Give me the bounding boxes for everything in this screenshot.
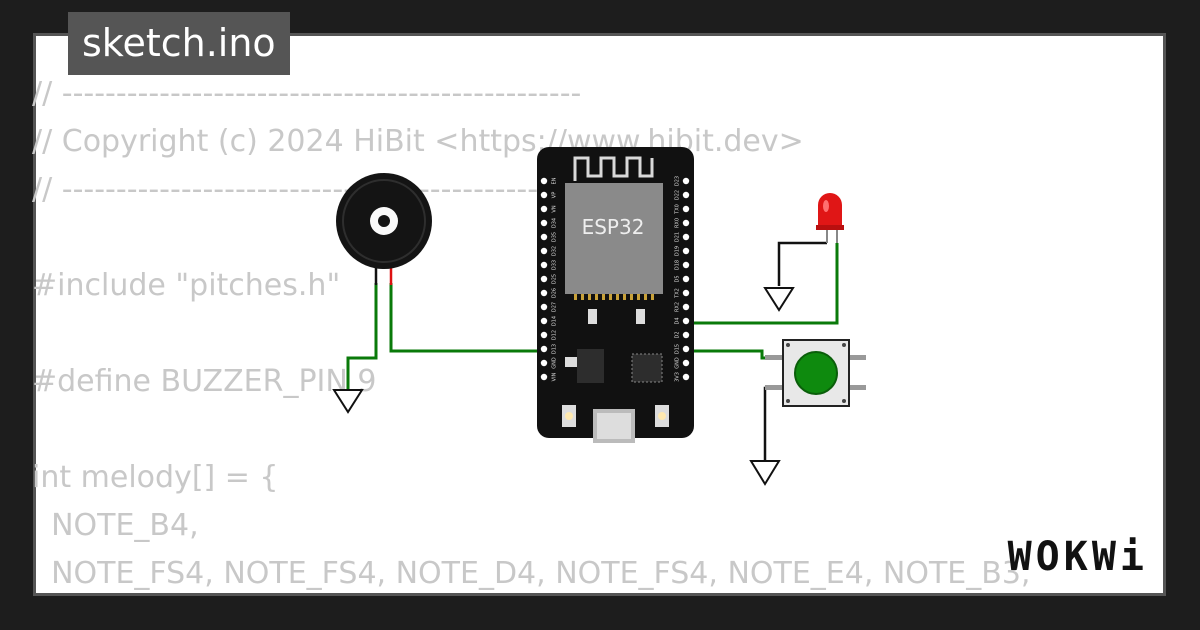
- left-pin-gnd[interactable]: [540, 359, 548, 367]
- pin-label: D27: [552, 302, 558, 312]
- pin-label: D33: [552, 260, 558, 270]
- left-pin-en[interactable]: [540, 177, 548, 185]
- sketch-title-tab[interactable]: sketch.ino: [68, 12, 290, 75]
- pin-label: VIN: [552, 372, 558, 381]
- right-pin-d5[interactable]: [682, 275, 690, 283]
- right-pin-d23[interactable]: [682, 177, 690, 185]
- right-pin-d21[interactable]: [682, 233, 690, 241]
- left-pin-d27[interactable]: [540, 303, 548, 311]
- left-pin-d25[interactable]: [540, 275, 548, 283]
- pin-label: GND: [552, 357, 558, 369]
- right-pin-d22[interactable]: [682, 191, 690, 199]
- pin-label: D23: [675, 176, 681, 186]
- pin-label: D32: [552, 246, 558, 256]
- buzzer-signal-wire[interactable]: [389, 283, 544, 353]
- led-signal-wire[interactable]: [686, 243, 839, 325]
- pin-label: D4: [675, 317, 681, 324]
- pin-label: D18: [675, 260, 681, 270]
- right-pin-tx0[interactable]: [682, 205, 690, 213]
- pushbutton-icon[interactable]: [765, 339, 866, 407]
- pin-label: D19: [675, 246, 681, 256]
- pin-label: D35: [552, 232, 558, 242]
- pin-label: D25: [552, 274, 558, 284]
- pin-label: D5: [675, 275, 681, 282]
- pin-label: RX0: [675, 218, 681, 228]
- pin-label: D26: [552, 288, 558, 298]
- pin-label: 3V3: [675, 372, 681, 382]
- button-ground-wire[interactable]: [763, 386, 780, 460]
- left-pin-d14[interactable]: [540, 317, 548, 325]
- board-label: ESP32: [582, 215, 645, 239]
- pin-label: VP: [552, 192, 558, 198]
- left-pin-vp[interactable]: [540, 191, 548, 199]
- wokwi-logo: WOKWi: [1007, 534, 1148, 580]
- led-icon[interactable]: [816, 193, 844, 243]
- left-pin-d35[interactable]: [540, 233, 548, 241]
- code-line: #define BUZZER_PIN 9: [32, 364, 377, 399]
- pin-label: D21: [675, 232, 681, 242]
- left-pin-d32[interactable]: [540, 247, 548, 255]
- pin-label: D2: [675, 331, 681, 338]
- pin-label: TX2: [675, 288, 681, 299]
- buzzer-ground-wire[interactable]: [346, 283, 378, 390]
- right-pin-tx2[interactable]: [682, 289, 690, 297]
- code-line: NOTE_FS4, NOTE_FS4, NOTE_D4, NOTE_FS4, N…: [32, 556, 1031, 591]
- right-pin-3v3[interactable]: [682, 373, 690, 381]
- pin-label: VN: [552, 205, 558, 212]
- left-pin-vn[interactable]: [540, 205, 548, 213]
- left-pin-d13[interactable]: [540, 345, 548, 353]
- right-pin-rx2[interactable]: [682, 303, 690, 311]
- ground-symbol-icon: [332, 389, 364, 414]
- pin-label: TX0: [675, 204, 681, 215]
- code-line: int melody[] = {: [32, 460, 279, 495]
- right-pin-d2[interactable]: [682, 331, 690, 339]
- code-line: NOTE_B4,: [32, 508, 199, 543]
- pin-label: D14: [552, 316, 558, 326]
- left-pin-d34[interactable]: [540, 219, 548, 227]
- code-line: // -------------------------------------…: [32, 76, 582, 111]
- right-pin-gnd[interactable]: [682, 359, 690, 367]
- pin-label: D34: [552, 218, 558, 228]
- pin-label: D22: [675, 190, 681, 200]
- left-pin-d33[interactable]: [540, 261, 548, 269]
- left-pin-d26[interactable]: [540, 289, 548, 297]
- pin-label: D13: [552, 344, 558, 354]
- left-pin-vin[interactable]: [540, 373, 548, 381]
- ground-symbol-icon: [763, 287, 795, 312]
- buzzer-icon[interactable]: [336, 173, 432, 285]
- pin-label: D12: [552, 330, 558, 340]
- code-line: #include "pitches.h": [32, 268, 341, 303]
- code-line: // -------------------------------------…: [32, 172, 582, 207]
- led-ground-wire[interactable]: [777, 241, 827, 286]
- esp32-board[interactable]: ESP32 ENVPVND34D35D32D33D25D26D27D14D12D…: [537, 147, 694, 443]
- pin-label: RX2: [675, 302, 681, 312]
- right-pin-d15[interactable]: [682, 345, 690, 353]
- right-pin-d19[interactable]: [682, 247, 690, 255]
- right-pin-d18[interactable]: [682, 261, 690, 269]
- ground-symbol-icon: [749, 460, 781, 486]
- right-pin-d4[interactable]: [682, 317, 690, 325]
- pin-label: GND: [675, 357, 681, 369]
- pin-label: EN: [552, 177, 558, 184]
- pin-label: D15: [675, 344, 681, 354]
- right-pin-rx0[interactable]: [682, 219, 690, 227]
- left-pin-d12[interactable]: [540, 331, 548, 339]
